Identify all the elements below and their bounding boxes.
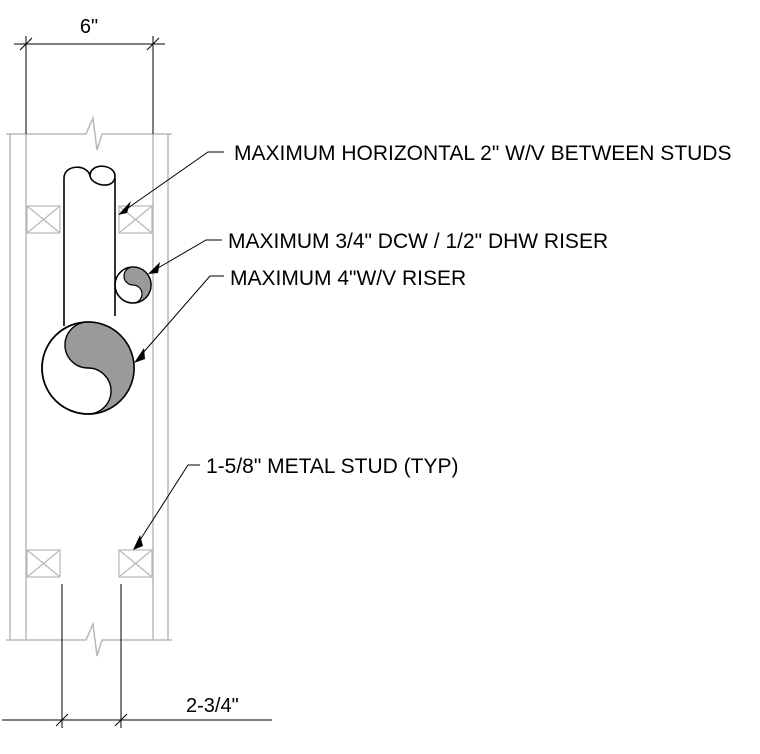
large-riser	[41, 321, 135, 415]
small-riser-leader	[148, 239, 222, 274]
top-break-line	[6, 115, 172, 151]
metal-stud-bottom-right	[118, 549, 153, 578]
overall-width-label: 6"	[80, 16, 98, 38]
metal-stud-leader	[133, 464, 200, 550]
metal-stud-bottom-left	[26, 549, 61, 578]
stud-depth-label: 2-3/4"	[186, 695, 239, 717]
horizontal-pipe-callout: MAXIMUM HORIZONTAL 2" W/V BETWEEN STUDS	[234, 142, 731, 165]
overall-width-dimension: 6"	[14, 16, 165, 134]
wall-outline	[9, 134, 169, 640]
small-riser-callout: MAXIMUM 3/4" DCW / 1/2" DHW RISER	[228, 230, 608, 253]
horizontal-pipe-leader	[118, 151, 224, 215]
metal-stud-top-left	[26, 205, 61, 234]
horizontal-pipe	[63, 165, 116, 326]
large-riser-callout: MAXIMUM 4"W/V RISER	[230, 267, 466, 290]
metal-stud-callout: 1-5/8" METAL STUD (TYP)	[206, 455, 459, 478]
small-riser	[114, 266, 152, 304]
large-riser-leader	[134, 275, 224, 363]
stud-depth-dimension: 2-3/4"	[2, 584, 272, 728]
bottom-break-line	[6, 621, 172, 657]
